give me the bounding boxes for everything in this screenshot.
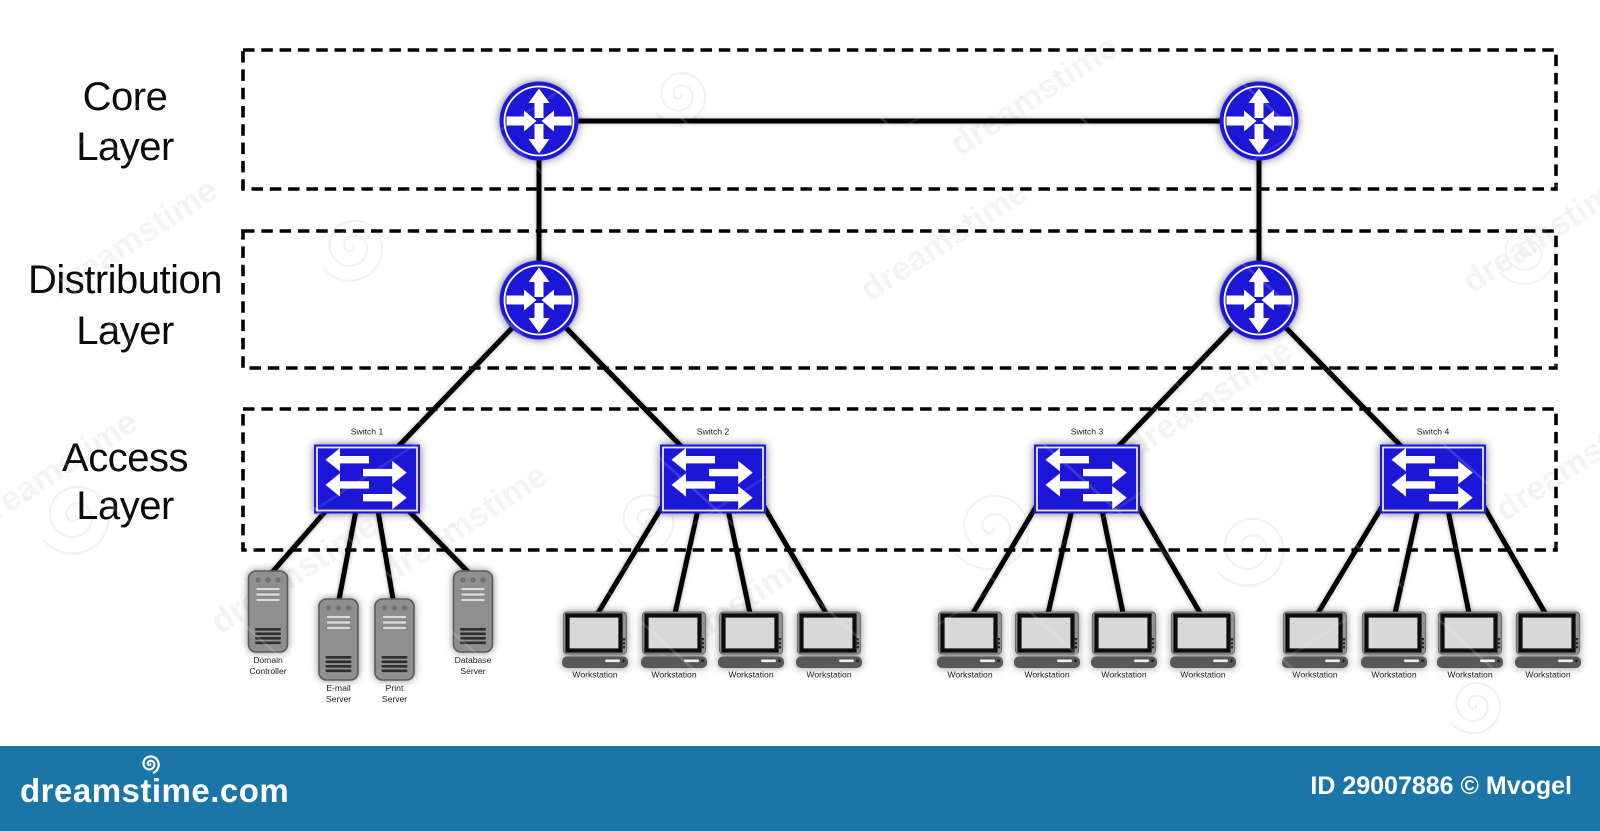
workstation-label: Workstation xyxy=(1024,670,1069,680)
server-label-line: Controller xyxy=(249,666,286,676)
network-link xyxy=(401,503,475,579)
workstation-icon xyxy=(1437,612,1503,668)
watermark-spiral xyxy=(616,493,675,554)
workstation-label: Workstation xyxy=(572,670,617,680)
watermark-streak xyxy=(0,0,301,197)
layer-label-line: Layer xyxy=(76,309,174,353)
workstation-label: Workstation xyxy=(1447,670,1492,680)
workstation-label: Workstation xyxy=(651,670,696,680)
workstation-icon xyxy=(1170,612,1236,668)
footer-brand-spiral-icon xyxy=(142,755,160,774)
switch-1-icon xyxy=(313,443,421,515)
watermark-ghost-text: dreamstime xyxy=(1489,393,1600,529)
workstation-label: Workstation xyxy=(1525,670,1570,680)
distribution-layer-box xyxy=(241,229,1558,370)
network-link xyxy=(1444,504,1473,619)
server-icon xyxy=(247,570,289,653)
layer-label-line: Core xyxy=(83,75,168,119)
watermark-streak xyxy=(0,583,276,831)
server-label-line: Server xyxy=(326,694,351,704)
server-label-line: Server xyxy=(460,666,485,676)
footer-credit: ID 29007886 © Mvogel xyxy=(1310,772,1572,800)
footer-brand: dreamstime.com xyxy=(20,772,289,809)
workstation-icon xyxy=(641,612,707,668)
watermark-spiral xyxy=(41,485,110,555)
workstation-icon xyxy=(1014,612,1080,668)
workstation-icon xyxy=(1515,612,1581,668)
network-link xyxy=(671,504,702,619)
network-link xyxy=(592,503,666,620)
link-lines xyxy=(266,118,1551,620)
workstation-label: Workstation xyxy=(806,670,851,680)
watermark-spiral xyxy=(1498,225,1557,286)
network-link xyxy=(1312,503,1386,620)
workstation-label: Workstation xyxy=(947,670,992,680)
network-link xyxy=(335,504,360,606)
layer-label-line: Access xyxy=(62,436,188,480)
workstation-label: Workstation xyxy=(1292,670,1337,680)
workstation-icon xyxy=(1091,612,1157,668)
watermark-streak xyxy=(0,0,701,457)
watermark-streak xyxy=(549,0,1476,831)
workstation-icon xyxy=(796,612,862,668)
network-link xyxy=(967,503,1040,620)
network-link xyxy=(1391,504,1422,619)
watermark-spiral xyxy=(654,71,707,125)
switch-2-label: Switch 2 xyxy=(697,427,730,437)
workstation-icon xyxy=(1361,612,1427,668)
workstation-label: Workstation xyxy=(1180,670,1225,680)
router-distribution-right-icon xyxy=(1219,260,1299,340)
server-label-line: Print xyxy=(386,683,404,693)
server-icon xyxy=(374,598,415,681)
switch-4-icon xyxy=(1379,443,1487,515)
footer-bar-bg xyxy=(0,746,1600,831)
workstation-icon xyxy=(562,612,628,668)
layer-label-line: Distribution xyxy=(28,258,222,302)
workstation-label: Workstation xyxy=(1371,670,1416,680)
network-link xyxy=(374,504,397,606)
watermark-spiral xyxy=(322,219,384,282)
watermark-spiral xyxy=(955,494,1030,571)
watermark-streak xyxy=(1349,0,1600,227)
access-layer-box xyxy=(241,407,1558,552)
server-label-line: Domain xyxy=(253,655,283,665)
server-label-line: Server xyxy=(382,694,407,704)
watermark-streak xyxy=(1149,0,1600,407)
layer-label-line: Layer xyxy=(76,125,174,169)
network-link xyxy=(1134,503,1206,620)
switch-4-label: Switch 4 xyxy=(1417,427,1450,437)
watermark-streak xyxy=(949,0,1600,587)
watermark-spiral xyxy=(1216,517,1285,587)
switch-2-icon xyxy=(659,443,767,515)
workstation-label: Workstation xyxy=(728,670,773,680)
server-label-line: Database xyxy=(455,655,492,665)
network-link xyxy=(1098,504,1127,619)
watermark-streak xyxy=(617,193,1600,831)
network-link xyxy=(266,503,333,579)
server-icon xyxy=(318,598,359,681)
network-link xyxy=(760,503,832,620)
network-link xyxy=(1480,503,1551,620)
watermark-spiral xyxy=(1449,681,1502,735)
switch-1-label: Switch 1 xyxy=(351,427,384,437)
router-distribution-left-icon xyxy=(499,260,579,340)
workstation-label: Workstation xyxy=(1101,670,1146,680)
watermark-streak xyxy=(0,0,1100,831)
network-link xyxy=(1044,504,1076,619)
server-label-line: E-mail xyxy=(326,683,350,693)
core-layer-box xyxy=(241,48,1558,191)
workstation-icon xyxy=(718,612,784,668)
footer-bar: dreamstime.com ID 29007886 © Mvogel xyxy=(0,746,1600,831)
watermark-ghost-text: dreamstime xyxy=(854,173,1035,309)
layer-label-line: Layer xyxy=(76,484,174,528)
switch-3-label: Switch 3 xyxy=(1071,427,1104,437)
network-link xyxy=(724,504,754,619)
